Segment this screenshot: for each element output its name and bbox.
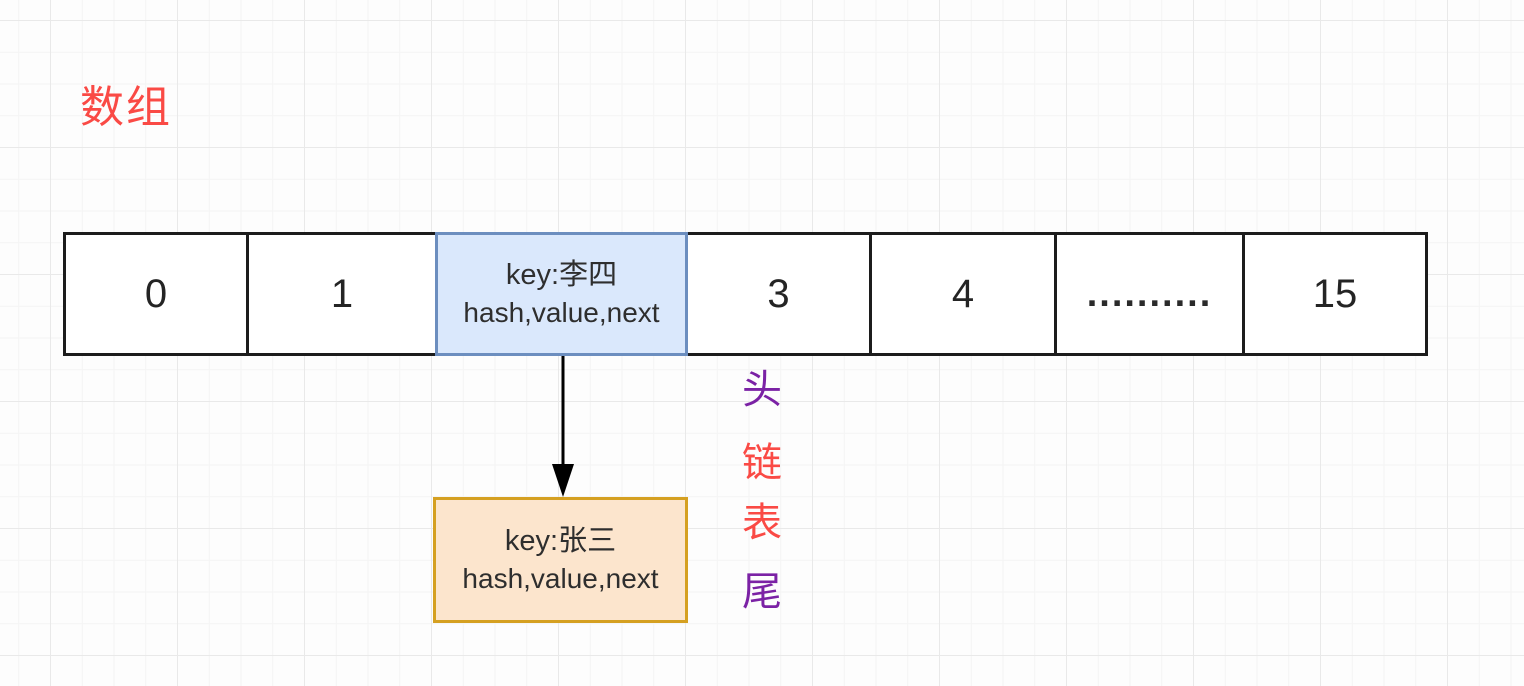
hash-array: 0 1 key:李四 hash,value,next 3 4 .........…	[63, 232, 1428, 356]
side-label-chain: 链	[742, 441, 782, 485]
node-key-text: key:张三	[504, 524, 617, 557]
node-fields-text: hash,value,next	[462, 562, 659, 594]
side-label-list: 表	[742, 501, 782, 545]
array-cell-ellipsis: ..........	[1057, 235, 1245, 353]
array-title-label: 数组	[80, 83, 172, 132]
array-cell-0: 0	[66, 235, 249, 353]
down-arrow-icon	[552, 356, 574, 497]
linked-list-node: key:张三 hash,value,next	[433, 497, 688, 623]
entry-fields-text: hash,value,next	[463, 296, 660, 328]
entry-key-text: key:李四	[505, 258, 618, 291]
array-cell-4: 4	[872, 235, 1057, 353]
side-label-tail: 尾	[742, 570, 782, 614]
side-label-head: 头	[742, 368, 782, 412]
array-cell-3: 3	[688, 235, 872, 353]
array-cell-15: 15	[1312, 271, 1358, 316]
array-entry-cell: key:李四 hash,value,next	[435, 232, 688, 356]
array-cell-1: 1	[330, 271, 354, 316]
